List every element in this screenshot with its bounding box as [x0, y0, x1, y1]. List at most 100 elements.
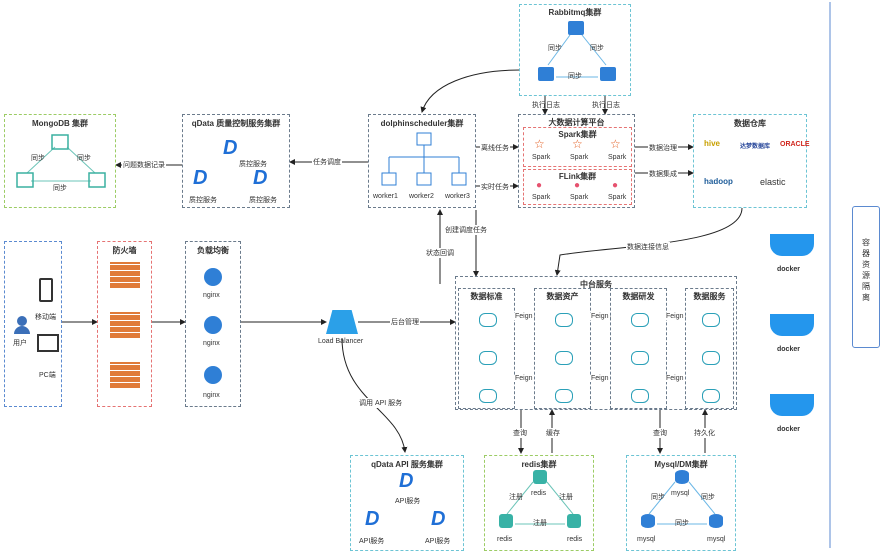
api-title: qData API 服务集群 — [371, 460, 443, 469]
feign-label: Feign — [514, 313, 534, 320]
firewall-icon — [110, 362, 140, 388]
flink-title: FLink集群 — [558, 172, 597, 181]
register-label: 注册 — [509, 494, 523, 501]
sync-label: 同步 — [568, 73, 582, 80]
docker-icon — [770, 394, 814, 416]
mysql-title: Mysql/DM集群 — [654, 460, 708, 469]
rabbitmq-node-icon — [600, 67, 616, 81]
warehouse-title: 数据仓库 — [734, 119, 766, 128]
edge-label: 后台管理 — [390, 317, 420, 327]
flink-label: Spark — [608, 194, 627, 201]
qc-svc-label: 质控服务 — [189, 197, 217, 204]
nginx-label: nginx — [203, 340, 220, 347]
firewall-icon — [110, 312, 140, 338]
mobile-label: 移动端 — [35, 314, 56, 321]
worker-label: worker1 — [373, 193, 398, 200]
cloud-icon — [479, 351, 497, 365]
qc-title: qData 质量控制服务集群 — [191, 119, 281, 128]
flink-label: Spark — [570, 194, 589, 201]
exec-log-label: 执行日志 — [592, 102, 620, 109]
mysql-label: mysql — [637, 536, 656, 543]
sync-label: 同步 — [590, 45, 604, 52]
edge-label: 持久化 — [693, 428, 716, 438]
flink-squirrel-icon: ● — [612, 180, 619, 191]
spark-star-icon: ☆ — [572, 137, 583, 151]
qdata-qc-cluster: qData 质量控制服务集群 D 质控服务 D D 质控服务 质控服务 — [182, 114, 290, 208]
database-icon — [641, 514, 655, 528]
data-warehouse: 数据仓库 hive 达梦数据库 ORACLE hadoop elastic — [693, 114, 810, 208]
register-label: 注册 — [559, 494, 573, 501]
docker-icon — [770, 314, 814, 336]
rabbitmq-title: Rabbitmq集群 — [548, 8, 602, 17]
qdata-logo-icon: D — [223, 137, 238, 159]
nginx-label: nginx — [203, 392, 220, 399]
mysql-cluster: Mysql/DM集群 mysql mysql mysql 同步 同步 同步 — [626, 455, 736, 551]
platform-col: 数据资产 — [534, 288, 591, 409]
sync-label: 同步 — [53, 185, 67, 192]
nginx-label: nginx — [203, 292, 220, 299]
sync-label: 同步 — [701, 494, 715, 501]
load-balancer-icon — [326, 310, 358, 334]
col-title: 数据资产 — [546, 292, 579, 301]
exec-log-label: 执行日志 — [532, 102, 560, 109]
col-title: 数据标准 — [470, 292, 503, 301]
cloud-icon — [555, 389, 573, 403]
sync-label: 同步 — [675, 520, 689, 527]
bigdata-platform: 大数据计算平台 Spark集群 ☆ ☆ ☆ Spark Spark Spark … — [518, 114, 635, 208]
dolphin-title: dolphinscheduler集群 — [380, 119, 464, 128]
firewall-title: 防火墙 — [112, 246, 137, 255]
api-svc-label: API服务 — [395, 498, 421, 505]
hive-logo: hive — [704, 139, 721, 148]
sync-label: 同步 — [31, 155, 45, 162]
redis-icon — [499, 514, 513, 528]
rabbitmq-cluster: Rabbitmq集群 同步 同步 同步 — [519, 4, 631, 96]
platform-col: 数据标准 — [458, 288, 515, 409]
register-label: 注册 — [533, 520, 547, 527]
sync-label: 同步 — [651, 494, 665, 501]
rabbitmq-links — [547, 34, 607, 78]
firewall-icon — [110, 262, 140, 288]
edge-label: 调用 API 服务 — [358, 398, 404, 408]
spark-label: Spark — [608, 154, 627, 161]
load-balance-cluster: 负载均衡 nginx nginx nginx — [185, 241, 241, 407]
sync-label: 同步 — [548, 45, 562, 52]
mysql-label: mysql — [671, 490, 690, 497]
mongodb-title: MongoDB 集群 — [32, 119, 88, 128]
worker-label: worker2 — [409, 193, 434, 200]
feign-arrows — [514, 314, 686, 382]
edge-label: 数据治理 — [648, 143, 678, 153]
database-icon — [709, 514, 723, 528]
redis-label: redis — [497, 536, 513, 543]
feign-label: Feign — [590, 375, 610, 382]
cloud-icon — [555, 351, 573, 365]
dolphin-tree — [381, 132, 467, 186]
edge-label: 查询 — [512, 428, 528, 438]
api-cluster: qData API 服务集群 D API服务 D D API服务 API服务 — [350, 455, 464, 551]
rabbitmq-node-icon — [568, 21, 584, 35]
lb-cluster-title: 负载均衡 — [197, 246, 229, 255]
cloud-icon — [702, 389, 720, 403]
spark-star-icon: ☆ — [610, 137, 621, 151]
spark-cluster: Spark集群 ☆ ☆ ☆ Spark Spark Spark — [523, 127, 632, 167]
docker-label: docker — [777, 346, 800, 353]
mysql-links — [648, 481, 716, 525]
database-icon — [675, 470, 689, 484]
redis-links — [506, 481, 574, 525]
nginx-icon — [204, 268, 222, 286]
feign-label: Feign — [590, 313, 610, 320]
qdata-logo-icon: D — [253, 167, 268, 189]
firewall: 防火墙 — [97, 241, 152, 407]
user-group: 移动端 用户 PC端 — [4, 241, 62, 407]
qdata-logo-icon: D — [399, 470, 414, 492]
lb-label: Load Balancer — [318, 338, 364, 345]
spark-star-icon: ☆ — [534, 137, 545, 151]
redis-label: redis — [531, 490, 547, 497]
redis-cluster: redis集群 redis redis redis 注册 注册 注册 — [484, 455, 594, 551]
spark-label: Spark — [532, 154, 551, 161]
nginx-icon — [204, 366, 222, 384]
cloud-icon — [555, 313, 573, 327]
elastic-logo: elastic — [760, 177, 786, 187]
mongodb-cluster: MongoDB 集群 同步 同步 同步 — [4, 114, 116, 208]
cloud-icon — [631, 351, 649, 365]
qdata-logo-icon: D — [431, 508, 446, 530]
